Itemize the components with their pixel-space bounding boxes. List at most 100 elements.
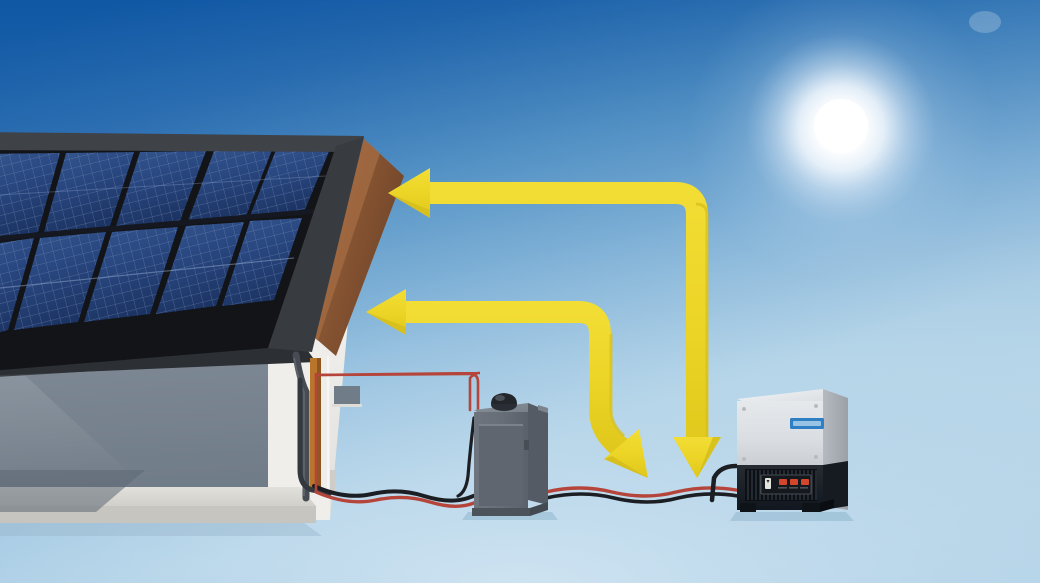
panel-seam-highlight — [0, 207, 331, 241]
inverter-front-upper — [737, 401, 823, 465]
roof-right-band — [268, 137, 364, 352]
terrace-shadow-cast — [0, 470, 145, 512]
rain-downspout — [292, 351, 310, 502]
arrow-upper-head-shade — [388, 193, 430, 218]
horizon-haze — [0, 250, 1040, 583]
panel-cell-block — [84, 227, 178, 322]
panel-cell-block — [14, 232, 106, 330]
panel-mid-seam — [0, 257, 295, 289]
shaded-wall — [0, 352, 268, 492]
panel-cell-block — [44, 152, 134, 232]
inverter-brand-badge-inner — [793, 421, 821, 426]
terrace-ground-shadow — [0, 520, 322, 536]
cable-wall-conduit — [297, 377, 333, 496]
indicator-led-3 — [801, 479, 809, 485]
panel-cell-block — [44, 152, 134, 232]
panel-cell-block — [14, 232, 106, 330]
battery-ground-shadow — [462, 512, 558, 520]
inverter-switch-marker — [766, 480, 770, 483]
inverter-control-panel[interactable] — [760, 474, 812, 495]
panel-cell-block — [84, 227, 178, 322]
battery-side-face — [528, 403, 548, 505]
arrow-upper-head — [388, 168, 430, 218]
sun-core — [814, 99, 868, 153]
panel-cell-block — [116, 151, 206, 226]
roof-fascia — [0, 340, 316, 376]
panel-cell-block — [0, 238, 34, 333]
panel-row-2 — [0, 218, 302, 333]
inverter-front-lower — [737, 465, 823, 510]
inverter-foot-right — [802, 503, 820, 512]
wall-shadow-diagonal — [0, 352, 268, 492]
cable-ground-run-positive — [314, 473, 528, 508]
roof-ridge-cap — [0, 132, 364, 152]
terrace-edge — [0, 506, 316, 523]
arrow-lower-head — [366, 289, 406, 335]
battery-latch — [524, 440, 529, 450]
battery-panel-edge — [479, 424, 523, 426]
terrace-slab — [0, 487, 316, 523]
arrow-upper-tail-head — [673, 437, 721, 478]
panel-cell-block — [156, 222, 244, 314]
inverter-foot-left — [740, 503, 756, 512]
arrow-lower-head-shade — [366, 312, 406, 335]
panel-cell-block — [222, 218, 302, 306]
indicator-led-2 — [790, 479, 798, 485]
cable-battery-to-inverter-positive — [544, 486, 738, 498]
arrow-lower-shaft — [400, 301, 628, 457]
inverter-right-face — [823, 389, 848, 510]
solar-panel-array — [0, 146, 338, 371]
roof-main-surface — [0, 137, 364, 324]
panel-cell-block — [0, 153, 60, 238]
panel-mid-seam — [0, 175, 327, 196]
panel-cell-block — [156, 222, 244, 314]
battery-panel-recess — [479, 424, 523, 506]
battery-side-tab — [538, 405, 548, 413]
arrow-lower-tail-head — [604, 429, 648, 478]
lens-flare-spot — [969, 11, 1001, 33]
battery-base-plinth — [472, 508, 530, 516]
inverter-vent-grille — [745, 469, 817, 501]
indicator-legend-marks — [778, 487, 808, 489]
inverter-brand-badge — [790, 418, 824, 429]
inverter-screw — [814, 404, 818, 408]
battery-connector-body — [491, 393, 517, 404]
inverter-base-right — [823, 461, 848, 510]
panel-array-frame — [0, 146, 338, 371]
gable-wall — [252, 146, 364, 520]
sun-halo — [689, 0, 993, 280]
inverter-screw — [814, 455, 818, 459]
front-wall — [252, 330, 330, 520]
panel-cell-block — [188, 150, 272, 221]
gable-soffit-wood — [306, 139, 404, 356]
cable-battery-to-inverter-negative — [544, 492, 740, 504]
gable-soffit-highlight — [306, 139, 380, 341]
cable-roof-to-battery-positive — [314, 371, 481, 412]
inverter-screw — [742, 407, 746, 411]
inverter-power-switch[interactable] — [765, 478, 771, 489]
window — [334, 386, 360, 404]
cable-inverter-output — [709, 463, 739, 503]
panel-cell-block — [222, 218, 302, 306]
door-wood-frame — [310, 358, 321, 488]
inverter-screw — [742, 457, 746, 461]
indicator-led-1 — [779, 479, 787, 485]
inverter-foot-right-side — [820, 499, 834, 512]
arrow-upper-tail-head-shade — [697, 437, 721, 478]
arrow-upper-shaft-shade — [695, 202, 709, 455]
downspout-highlight — [293, 357, 305, 496]
panel-cell-block — [0, 153, 60, 238]
roof-plane — [0, 152, 356, 377]
cable-overhead-run — [314, 372, 480, 420]
door-wood-frame-shade — [317, 358, 321, 488]
panel-cell-block — [116, 151, 206, 226]
cable-roof-to-battery-negative — [312, 468, 522, 503]
